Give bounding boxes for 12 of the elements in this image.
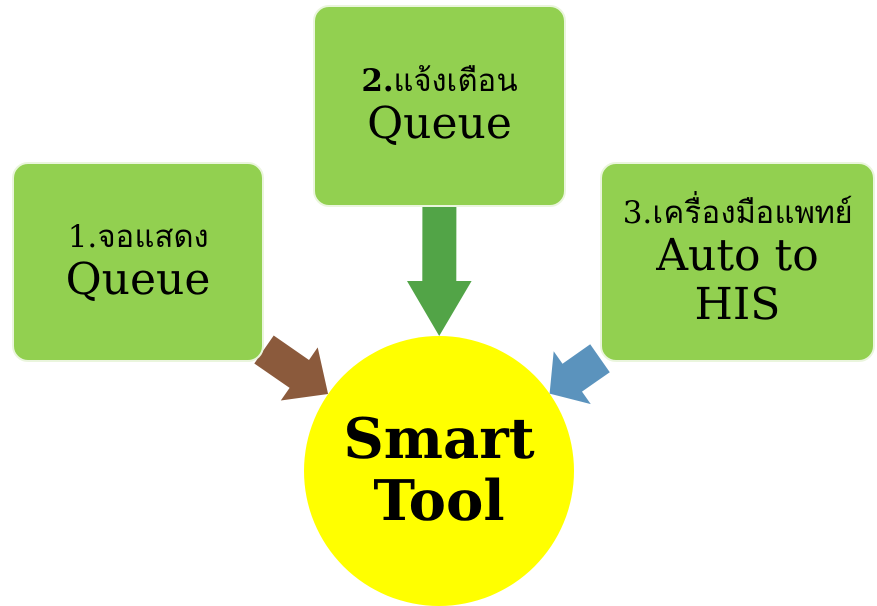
block-arrow — [407, 207, 472, 336]
box-heading: 2.แจ้งเตือน — [361, 63, 518, 100]
box-text: Auto to HIS — [655, 232, 820, 329]
box-heading: 1.จอแสดง — [68, 219, 208, 256]
rounded-box — [12, 162, 264, 362]
box-text: Queue — [66, 256, 210, 305]
box-text: Queue — [367, 100, 512, 149]
circle-text: Smart Tool — [342, 409, 536, 533]
rounded-box — [313, 5, 566, 207]
block-arrow — [550, 344, 610, 404]
rounded-box — [600, 162, 875, 362]
block-arrow — [254, 336, 328, 400]
